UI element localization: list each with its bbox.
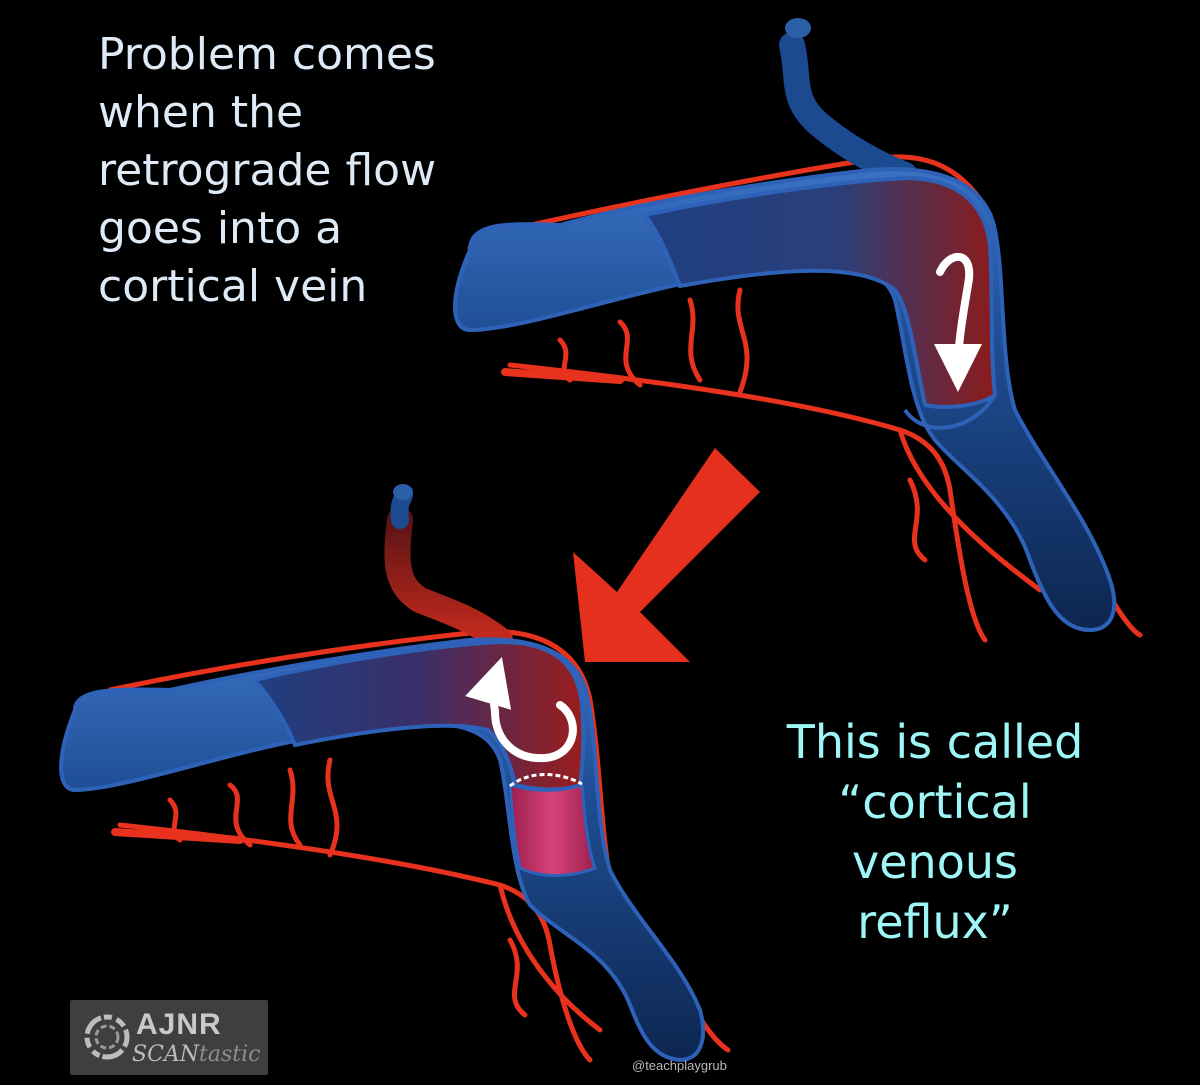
top-flow-arrow (934, 252, 983, 392)
bottom-flow-arrow-shaft (465, 657, 512, 716)
logo-subtitle-bold: SCAN (132, 1042, 200, 1067)
top-cortical-vein (779, 32, 918, 188)
top-caption-line: cortical vein (98, 261, 368, 312)
bottom-caption-line: “cortical (838, 775, 1032, 829)
top-caption: Problem comes when the retrograde flow g… (98, 26, 498, 316)
top-cortical-vein-end (785, 18, 811, 38)
logo-title: AJNR (136, 1008, 222, 1041)
bottom-cortical-vein (384, 507, 513, 653)
bottom-cortical-vein-end (393, 484, 413, 500)
top-caption-line: retrograde flow (98, 145, 437, 196)
bottom-diagram (59, 484, 731, 1063)
top-caption-line: when the (98, 87, 304, 138)
bottom-caption: This is called “cortical venous reflux” (740, 712, 1130, 952)
logo-subtitle-light: tastic (199, 1042, 261, 1067)
bottom-occluded-segment (508, 782, 597, 877)
bottom-caption-line: This is called (786, 715, 1084, 769)
top-caption-line: goes into a (98, 203, 343, 254)
bottom-caption-line: venous (852, 835, 1018, 889)
ajnr-scantastic-logo: AJNR SCANtastic (70, 1000, 268, 1075)
top-diagram (452, 18, 1143, 643)
logo-subtitle: SCANtastic (132, 1042, 261, 1067)
bottom-flow-arrow (491, 701, 577, 763)
credit-handle: @teachplaygrub (632, 1058, 727, 1073)
top-caption-line: Problem comes (98, 29, 436, 80)
ajnr-logo-mark-icon (84, 1014, 130, 1060)
top-reflux-segment (641, 175, 998, 409)
big-red-arrow (573, 448, 760, 662)
bottom-caption-line: reflux” (857, 895, 1013, 949)
